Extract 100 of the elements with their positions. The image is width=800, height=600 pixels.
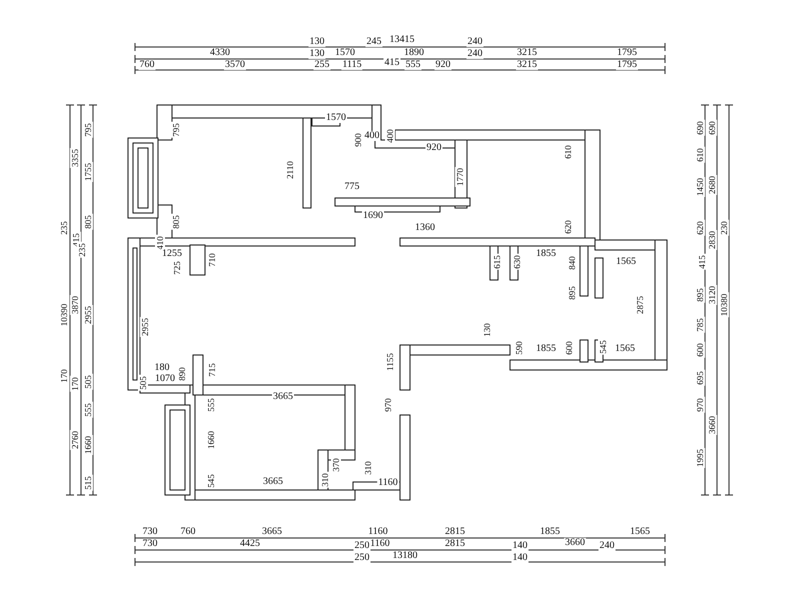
dimension-label: 695 [695, 370, 705, 386]
dimension-label: 805 [83, 214, 93, 230]
dimension-label: 2830 [707, 230, 717, 250]
dimension-label: 1995 [695, 448, 705, 468]
dimension-label: 3665 [262, 477, 284, 487]
dimension-label: 630 [512, 254, 522, 270]
dimension-label: 1565 [614, 344, 636, 354]
dimension-label: 235 [77, 242, 87, 258]
dimension-label: 760 [180, 527, 196, 537]
dimension-label: 1855 [535, 344, 557, 354]
dimension-label: 410 [155, 235, 165, 251]
dimension-label: 2955 [140, 317, 150, 337]
dimension-label: 1160 [377, 478, 399, 488]
dimension-label: 3665 [272, 392, 294, 402]
dimension-label: 2680 [707, 175, 717, 195]
dimension-label: 250 [354, 553, 370, 563]
dimension-label: 3570 [224, 60, 246, 70]
dimension-label: 255 [314, 60, 330, 70]
dimension-label: 610 [563, 144, 573, 160]
dimension-label: 240 [598, 541, 616, 551]
dimension-label: 1890 [403, 48, 425, 58]
dimension-label: 4330 [209, 48, 231, 58]
dimension-label: 1570 [325, 113, 347, 123]
dimension-label: 2875 [635, 295, 645, 315]
dimension-label: 370 [331, 457, 341, 473]
dimension-label: 545 [206, 473, 216, 489]
dimension-label: 805 [171, 214, 181, 230]
dimension-label: 1450 [695, 177, 705, 197]
dimension-label: 610 [695, 147, 705, 163]
dimension-label: 920 [434, 60, 452, 70]
dimension-label: 895 [567, 285, 577, 301]
dimension-label: 515 [83, 475, 93, 491]
dimension-label: 730 [142, 527, 158, 537]
dimension-label: 970 [383, 397, 393, 413]
dimension-label: 1770 [455, 167, 465, 187]
dimension-label: 970 [695, 397, 705, 413]
dimension-label: 1255 [161, 249, 183, 259]
dimension-label: 505 [83, 374, 93, 390]
dimension-label: 170 [59, 368, 69, 384]
dimension-label: 1565 [629, 527, 651, 537]
dimension-label: 3215 [516, 48, 538, 58]
dimension-label: 840 [567, 255, 577, 271]
dimension-label: 1115 [341, 60, 363, 70]
dimension-label: 3120 [707, 285, 717, 305]
dimension-label: 920 [426, 143, 442, 153]
dimension-label: 775 [344, 182, 360, 192]
dimension-label: 140 [512, 553, 528, 563]
dimension-label: 3660 [564, 538, 586, 548]
dimension-label: 600 [564, 340, 574, 356]
dimension-label: 545 [598, 339, 608, 355]
dimension-label: 13415 [388, 35, 416, 45]
dimension-label: 230 [719, 220, 729, 236]
dimension-label: 725 [172, 260, 182, 276]
dimension-label: 130 [308, 49, 326, 59]
dimension-label: 555 [83, 402, 93, 418]
dimension-label: 180 [154, 363, 170, 373]
dimension-label: 710 [207, 252, 217, 268]
dimension-label: 240 [466, 37, 484, 47]
dimension-label: 690 [695, 120, 705, 136]
dimension-label: 2110 [285, 160, 295, 180]
dimension-label: 600 [695, 342, 705, 358]
dimension-label: 400 [364, 131, 380, 141]
dimension-label: 715 [207, 362, 217, 378]
dimension-label: 1795 [616, 48, 638, 58]
dimension-label: 760 [138, 60, 156, 70]
dimension-label: 2815 [444, 539, 466, 549]
dimension-label: 795 [83, 122, 93, 138]
dimension-label: 3665 [261, 527, 283, 537]
dimension-label: 3870 [70, 295, 80, 315]
dimension-label: 1855 [535, 249, 557, 259]
dimension-label: 235 [59, 220, 69, 236]
dimension-label: 2760 [70, 430, 80, 450]
dimension-label: 2815 [444, 527, 466, 537]
dimension-label: 245 [366, 37, 382, 47]
dimension-label: 1660 [83, 435, 93, 455]
dimension-label: 615 [492, 254, 502, 270]
dimension-label: 1660 [206, 430, 216, 450]
dimension-label: 415 [697, 254, 707, 270]
dimension-label: 590 [514, 340, 524, 356]
dimension-label: 4425 [239, 539, 261, 549]
dimension-label: 400 [385, 128, 395, 144]
dimension-label: 310 [320, 472, 330, 488]
dimension-label: 3660 [707, 415, 717, 435]
dimension-label: 10380 [719, 292, 729, 318]
dimension-label: 1155 [385, 352, 395, 372]
dimension-label: 140 [512, 541, 528, 551]
dimension-label: 620 [695, 220, 705, 236]
dimension-label: 895 [695, 287, 705, 303]
dimension-label: 890 [177, 366, 187, 382]
dimension-label: 1160 [369, 539, 391, 549]
dimension-label: 1570 [334, 48, 356, 58]
dimension-label: 3355 [70, 148, 80, 168]
dimension-label: 310 [363, 460, 373, 476]
dimension-label: 555 [404, 60, 422, 70]
dimension-label: 795 [171, 122, 181, 138]
dimension-label: 690 [707, 120, 717, 136]
dimension-label: 1360 [414, 223, 436, 233]
dimension-label: 170 [70, 376, 80, 392]
dimension-label: 555 [206, 397, 216, 413]
dimension-label: 3215 [516, 60, 538, 70]
